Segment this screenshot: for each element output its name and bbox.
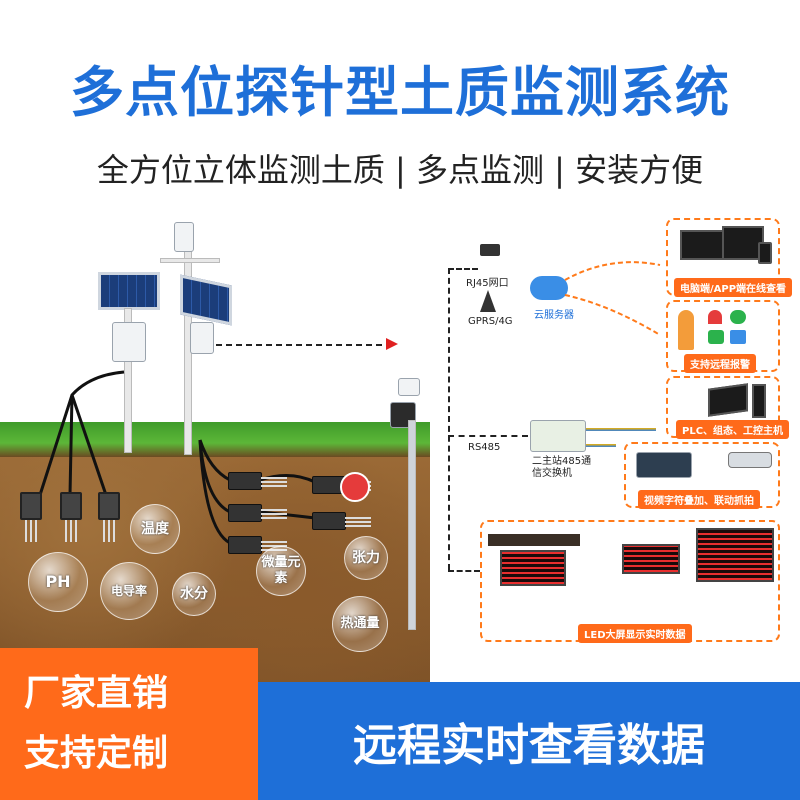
- cloud-server-icon: [530, 276, 568, 300]
- card-plc: PLC、组态、工控主机: [666, 376, 790, 439]
- trunk-line: [448, 268, 450, 570]
- bubble-conductivity: 电导率: [100, 562, 158, 620]
- tensiometer-tube: [408, 420, 416, 630]
- sensor-cables: [38, 370, 316, 545]
- person-icon: [678, 310, 694, 350]
- wire-to-video: [586, 444, 616, 447]
- plc-monitor-icon: [708, 383, 748, 417]
- logger-box-right: [190, 322, 214, 354]
- email-icon: [730, 330, 746, 344]
- factory-banner: 厂家直销 支持定制: [0, 648, 258, 800]
- monitor-icon: [722, 226, 764, 260]
- led-board-large: [696, 528, 774, 582]
- bubble-ph: PH: [28, 552, 88, 612]
- led-board-pavilion: [500, 550, 566, 586]
- card-led: LED大屏显示实时数据: [480, 520, 780, 643]
- bubble-tension: 张力: [344, 536, 388, 580]
- siren-icon: [708, 310, 722, 324]
- soil-probe-h3: [228, 536, 287, 554]
- customization-text: 支持定制: [24, 733, 169, 774]
- rj45-label: RJ45网口: [466, 278, 509, 289]
- bubble-temperature: 温度: [130, 504, 180, 554]
- camera-icon: [728, 452, 772, 468]
- plc-panel-icon: [752, 384, 766, 418]
- factory-direct-text: 厂家直销: [24, 673, 169, 714]
- tensiometer-head: [398, 378, 420, 396]
- sensor-crossarm: [160, 258, 220, 263]
- soil-probe-1: [20, 492, 42, 542]
- led-label: LED大屏显示实时数据: [578, 624, 692, 643]
- rs485-label: RS485: [468, 442, 501, 453]
- video-encoder-icon: [636, 452, 692, 478]
- phone-icon: [758, 242, 772, 264]
- logger-box-left: [112, 322, 146, 362]
- router-icon: [480, 244, 500, 256]
- card-video: 视频字符叠加、联动抓拍: [624, 442, 780, 509]
- laptop-icon: [680, 230, 724, 260]
- station-pole-left: [124, 308, 132, 453]
- wire-to-plc: [586, 428, 656, 431]
- card-alarm: 支持远程报警: [666, 300, 780, 373]
- antenna-tower-icon: [480, 290, 496, 312]
- branch-rs485: [448, 435, 528, 437]
- alarm-label: 支持远程报警: [684, 354, 756, 373]
- page-title: 多点位探针型土质监测系统: [70, 61, 730, 124]
- converter-label: 二主站485通信交换机: [532, 456, 592, 479]
- pavilion-roof: [488, 534, 580, 546]
- rain-gauge: [174, 222, 194, 252]
- led-board-gantry: [622, 544, 680, 574]
- branch-rj45: [448, 268, 478, 270]
- plc-label: PLC、组态、工控主机: [676, 420, 790, 439]
- soil-probe-h5: [312, 512, 371, 530]
- solar-panel-left: [98, 272, 160, 310]
- soil-probe-h2: [228, 504, 287, 522]
- gprs-label: GPRS/4G: [468, 316, 513, 327]
- converter-device: [530, 420, 586, 452]
- video-label: 视频字符叠加、联动抓拍: [638, 490, 760, 509]
- heat-flux-disc: [340, 472, 370, 502]
- sms-icon: [708, 330, 724, 344]
- branch-led: [448, 570, 480, 572]
- page-subtitle: 全方位立体监测土质 | 多点监测 | 安装方便: [96, 151, 704, 189]
- bubble-heat-flux: 热通量: [332, 596, 388, 652]
- pc-app-label: 电脑端/APP端在线查看: [674, 278, 793, 297]
- wechat-icon: [730, 310, 746, 324]
- remote-view-banner: 远程实时查看数据: [258, 682, 800, 800]
- arrow-red-icon: [386, 338, 398, 350]
- cloud-label: 云服务器: [534, 310, 574, 321]
- bubble-trace-elements: 微量元素: [256, 546, 306, 596]
- soil-probe-3: [98, 492, 120, 542]
- soil-probe-2: [60, 492, 82, 542]
- cloud-links: [564, 261, 661, 336]
- transmission-line-main: [216, 344, 392, 346]
- soil-probe-h1: [228, 472, 287, 490]
- bubble-moisture: 水分: [172, 572, 216, 616]
- card-pc-app: 电脑端/APP端在线查看: [666, 218, 793, 297]
